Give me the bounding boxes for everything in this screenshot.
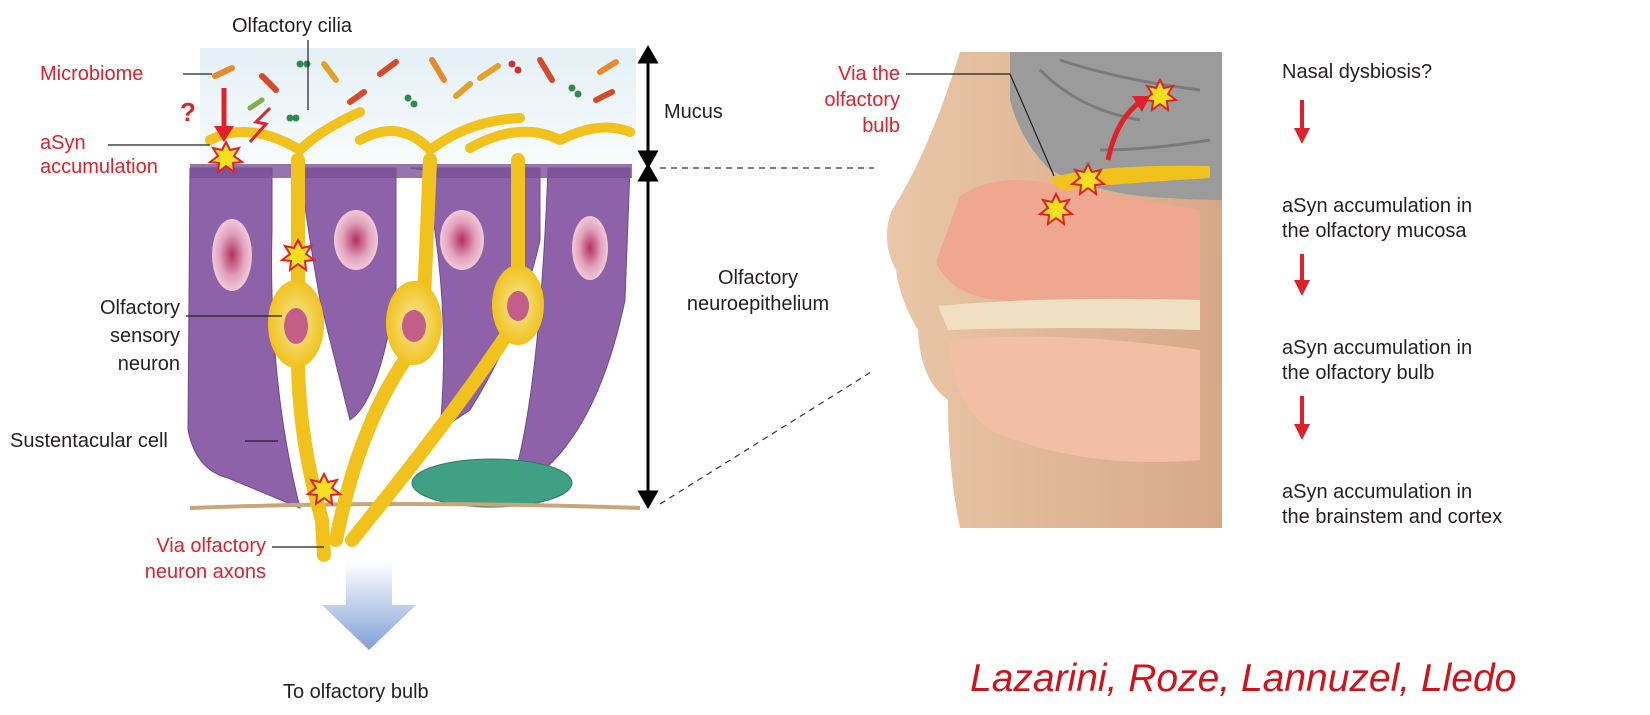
label-olfactory-neuroepithelium-line1: Olfactory — [668, 266, 848, 290]
basal-cell — [412, 459, 572, 507]
label-olfactory-sensory-neuron-line3: neuron — [40, 352, 180, 376]
flow-step-4: aSyn accumulation in the brainstem and c… — [1282, 480, 1502, 530]
flow-step-3: aSyn accumulation in the olfactory bulb — [1282, 336, 1472, 386]
label-olfactory-cilia: Olfactory cilia — [232, 14, 352, 38]
neuroepithelium-bracket — [640, 166, 656, 506]
label-microbiome: Microbiome — [40, 62, 143, 86]
label-olfactory-sensory-neuron-line1: Olfactory — [40, 296, 180, 320]
mucus-layer — [200, 48, 636, 166]
label-mucus: Mucus — [664, 100, 723, 124]
flow-step-2: aSyn accumulation in the olfactory mucos… — [1282, 194, 1472, 244]
label-question-mark: ? — [180, 100, 196, 124]
label-via-bulb-line2: olfactory — [780, 88, 900, 112]
label-asyn-accumulation-line1: aSyn — [40, 131, 86, 155]
label-via-bulb-line1: Via the — [780, 62, 900, 86]
head-sagittal-illustration — [874, 52, 1222, 528]
microvilli-edge — [190, 164, 632, 178]
citation: Lazarini, Roze, Lannuzel, Lledo — [970, 656, 1516, 702]
flow-arrows — [1294, 100, 1310, 440]
label-via-axons-line1: Via olfactory — [60, 534, 266, 558]
label-via-axons-line2: neuron axons — [60, 560, 266, 584]
label-olfactory-sensory-neuron-line2: sensory — [40, 324, 180, 348]
label-olfactory-neuroepithelium-line2: neuroepithelium — [668, 292, 848, 316]
mucus-bracket — [640, 48, 656, 166]
label-sustentacular-cell: Sustentacular cell — [10, 429, 168, 453]
to-bulb-arrow — [322, 562, 416, 650]
label-to-olfactory-bulb: To olfactory bulb — [283, 680, 429, 704]
basement-membrane — [190, 504, 640, 508]
flow-step-1: Nasal dysbiosis? — [1282, 60, 1432, 85]
label-asyn-accumulation-line2: accumulation — [40, 155, 158, 179]
label-via-bulb-line3: bulb — [780, 114, 900, 138]
